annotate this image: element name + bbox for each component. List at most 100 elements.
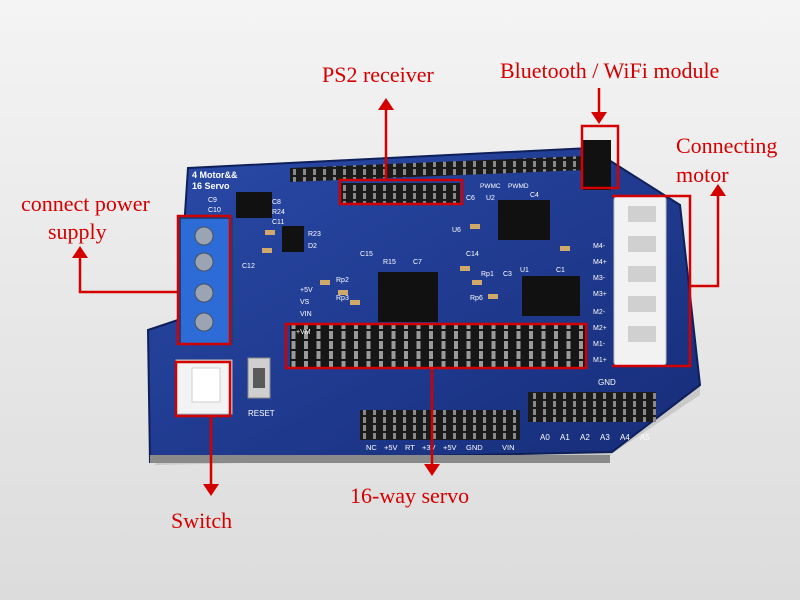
power-row-label-gnd: GND	[466, 443, 483, 452]
ps2-arrowhead	[378, 98, 394, 110]
ref-c7: C7	[413, 259, 422, 266]
analog-label-a0: A0	[540, 433, 550, 442]
side-label-5v: +5V	[300, 287, 313, 294]
chip-top-left	[236, 192, 272, 218]
ref-c1: C1	[556, 267, 565, 274]
motor-pin-m1-plus: M1+	[593, 357, 607, 364]
ref-rp1: Rp1	[481, 271, 494, 278]
motor-connector-slots	[628, 206, 656, 342]
motor-pin-m4-plus: M4+	[593, 259, 607, 266]
ref-pwmd: PWMD	[508, 183, 529, 190]
ref-u2: U2	[486, 195, 495, 202]
analog-label-a1: A1	[560, 433, 570, 442]
power-row-label-vin: VIN	[502, 443, 515, 452]
ref-c4: C4	[530, 192, 539, 199]
power-label-line2: supply	[48, 219, 107, 244]
power-row-label-3v: +3V	[422, 443, 436, 452]
switch-highlight-box	[174, 360, 232, 418]
board-title-line1: 4 Motor&&	[192, 170, 238, 180]
bottom-edge-pins	[150, 455, 610, 463]
analog-labels: A0 A1 A2 A3 A4 A5	[540, 433, 650, 442]
bt-header	[583, 140, 611, 190]
ref-u6: U6	[452, 227, 461, 234]
ref-u1: U1	[520, 267, 529, 274]
ref-pwmc: PWMC	[480, 183, 501, 190]
motor-label-line1: Connecting	[676, 133, 778, 158]
annotation-arrowheads	[72, 98, 726, 496]
side-label-vs: VS	[300, 299, 310, 306]
annotation-overlays	[78, 88, 720, 486]
component-ref-labels: R15 C7 Rp1 C3 U1 C1 Rp2 Rp3 R23 D2 C15 C…	[208, 183, 565, 302]
power-switch-slider	[191, 367, 221, 403]
bt-highlight-box	[580, 124, 620, 190]
side-power-labels: +5V VS VIN +VM	[296, 287, 313, 336]
ref-r24: R24	[272, 209, 285, 216]
power-arrow-line	[78, 256, 178, 294]
power-label-line1: connect power	[21, 191, 150, 216]
ref-c15: C15	[360, 251, 373, 258]
analog-label-a3: A3	[600, 433, 610, 442]
motor-highlight-bracket	[612, 194, 692, 368]
motor-label-line2: motor	[676, 162, 729, 187]
analog-label-a5: A5	[640, 433, 650, 442]
motor-pin-m3-minus: M3-	[593, 275, 606, 282]
top-header-row	[290, 156, 585, 182]
power-row-label-5v-a: +5V	[384, 443, 398, 452]
reset-label: RESET	[248, 409, 275, 418]
motor-arrowhead	[710, 184, 726, 196]
motor-pin-m2-plus: M2+	[593, 325, 607, 332]
ref-r23: R23	[308, 231, 321, 238]
motor-pin-m4-minus: M4-	[593, 243, 606, 250]
reset-button-cap	[253, 368, 265, 388]
bt-label: Bluetooth / WiFi module	[500, 58, 720, 83]
analog-header	[528, 392, 656, 422]
ref-c3: C3	[503, 271, 512, 278]
motor-pin-m3-plus: M3+	[593, 291, 607, 298]
ref-c12: C12	[242, 263, 255, 270]
ref-c14: C14	[466, 251, 479, 258]
terminal-screws	[194, 226, 214, 332]
ref-rp3: Rp3	[336, 295, 349, 302]
ref-rp6: Rp6	[470, 295, 483, 302]
power-arrowhead	[72, 246, 88, 258]
power-highlight-box	[176, 214, 232, 346]
chip-small	[282, 226, 304, 252]
ps2-header	[340, 183, 460, 203]
ref-c8: C8	[272, 199, 281, 206]
chip-u2	[498, 200, 550, 240]
ref-c11: C11	[272, 219, 284, 226]
power-row-label-5v-b: +5V	[443, 443, 457, 452]
bt-arrowhead	[591, 112, 607, 124]
ref-c9: C9	[208, 197, 217, 204]
switch-arrowhead	[203, 484, 219, 496]
servo-label: 16-way servo	[350, 483, 470, 508]
analog-label-a4: A4	[620, 433, 630, 442]
side-label-vm: +VM	[296, 329, 311, 336]
analog-label-a2: A2	[580, 433, 590, 442]
motor-pin-m2-minus: M2-	[593, 309, 606, 316]
ps2-highlight-box	[338, 178, 464, 206]
ref-d2: D2	[308, 243, 317, 250]
servo-header-pins	[290, 324, 585, 368]
board-title-line2: 16 Servo	[192, 181, 230, 191]
ref-c10: C10	[208, 207, 221, 214]
ref-rp2: Rp2	[336, 277, 349, 284]
side-label-vin: VIN	[300, 311, 312, 318]
ref-r15: R15	[383, 259, 396, 266]
power-row-labels: NC +5V RT +3V +5V GND VIN	[366, 443, 515, 452]
motor-pin-labels: M4- M4+ M3- M3+ M2- M2+ M1- M1+	[593, 243, 607, 364]
servo-arrowhead	[424, 464, 440, 476]
gnd-label: GND	[598, 378, 616, 387]
motor-pin-m1-minus: M1-	[593, 341, 606, 348]
servo-highlight-box	[284, 322, 588, 370]
ref-c6: C6	[466, 195, 475, 202]
ps2-label: PS2 receiver	[322, 62, 434, 87]
power-row-label-rt: RT	[405, 443, 415, 452]
power-row-label-nc: NC	[366, 443, 377, 452]
chip-pca	[378, 272, 438, 322]
smd-components	[262, 224, 570, 305]
motor-arrow-line	[690, 194, 720, 288]
chip-u1	[522, 276, 580, 316]
power-row-header	[360, 410, 520, 440]
